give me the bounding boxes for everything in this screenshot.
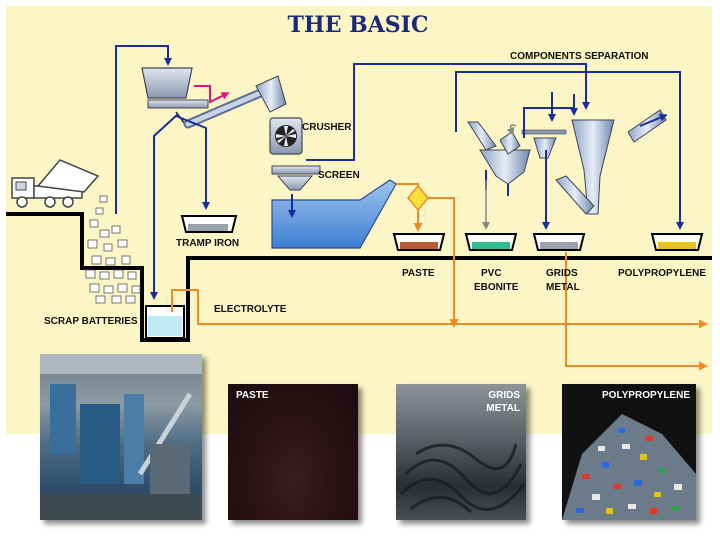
tramp-iron-label: TRAMP IRON — [176, 238, 239, 249]
electrolyte-flow-lines — [171, 183, 708, 371]
magnetic-flow-line — [194, 85, 230, 104]
hopper — [141, 67, 209, 129]
polypropylene-label: POLYPROPYLENE — [618, 268, 706, 279]
grids-photo-caption-2: METAL — [486, 403, 520, 414]
grids-metal-tray — [532, 233, 586, 251]
crusher-machine — [269, 117, 321, 191]
grids-metal-photo: GRIDS METAL — [396, 384, 526, 520]
sink-flow-line — [482, 124, 517, 230]
polypropylene-tray — [650, 233, 704, 251]
electrolyte-label: ELECTROLYTE — [214, 304, 287, 315]
pvc-ebonite-tray — [464, 233, 518, 251]
plant-photo — [40, 354, 202, 520]
components-separation-label: COMPONENTS SEPARATION — [510, 51, 649, 62]
paste-valve — [407, 184, 429, 212]
paste-label: PASTE — [402, 268, 435, 279]
scrap-batteries-pile — [85, 195, 141, 304]
ebonite-label: EBONITE — [474, 282, 519, 293]
polypropylene-photo: POLYPROPYLENE — [562, 384, 696, 520]
scrap-batteries-label: SCRAP BATTERIES — [44, 316, 138, 327]
inclined-conveyor — [183, 75, 287, 129]
electrolyte-tank — [145, 305, 185, 339]
water-flow-lines — [115, 45, 684, 300]
paste-photo-caption: PASTE — [236, 390, 269, 401]
hydro-separators — [467, 109, 667, 215]
dump-truck-icon — [11, 159, 100, 208]
ground-lines — [6, 212, 712, 342]
pvc-label: PVC — [481, 268, 502, 279]
metal-label: METAL — [546, 282, 580, 293]
diagram-title: THE BASIC — [288, 12, 429, 38]
paste-photo: PASTE — [228, 384, 358, 520]
paste-tray — [392, 233, 446, 251]
crusher-label: CRUSHER — [302, 122, 352, 133]
tramp-iron-tray — [180, 215, 238, 233]
grids-label: GRIDS — [546, 268, 578, 279]
screen-label: SCREEN — [318, 170, 360, 181]
grids-photo-caption-1: GRIDS — [488, 390, 520, 401]
polypropylene-photo-caption: POLYPROPYLENE — [602, 390, 690, 401]
